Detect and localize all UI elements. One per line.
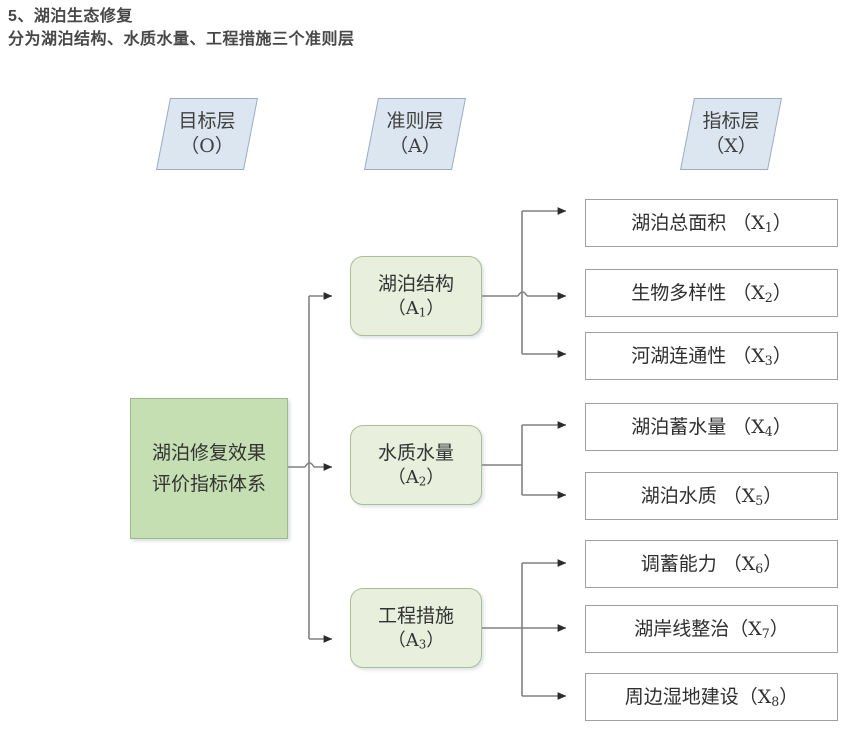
page-heading: 5、湖泊生态修复 分为湖泊结构、水质水量、工程措施三个准则层	[8, 6, 608, 51]
indicator-node-x8[interactable]: 周边湿地建设（X8）	[585, 673, 838, 721]
indicator-node-x3-label: 河湖连通性 （X3）	[631, 345, 792, 368]
indicator-node-x2[interactable]: 生物多样性 （X2）	[585, 269, 838, 317]
layer-tag-criteria-code: （A）	[389, 135, 441, 157]
criteria-node-a2-code: （A2）	[387, 466, 445, 489]
layer-tag-goal-name: 目标层	[178, 110, 236, 132]
layer-tag-goal: 目标层 （O）	[156, 98, 258, 170]
layer-tag-goal-code: （O）	[180, 135, 234, 157]
goal-node[interactable]: 湖泊修复效果评价指标体系	[130, 398, 288, 539]
criteria-node-a3[interactable]: 工程措施 （A3）	[350, 588, 482, 668]
goal-node-label: 湖泊修复效果评价指标体系	[151, 441, 266, 495]
layer-tag-indicator-code: （X）	[705, 135, 757, 157]
heading-line-1: 5、湖泊生态修复	[8, 8, 133, 25]
indicator-node-x6[interactable]: 调蓄能力 （X6）	[585, 540, 838, 588]
indicator-node-x4[interactable]: 湖泊蓄水量 （X4）	[585, 403, 838, 451]
indicator-node-x7[interactable]: 湖岸线整治（X7）	[585, 605, 838, 653]
indicator-node-x5-label: 湖泊水质 （X5）	[640, 485, 783, 508]
layer-tag-indicator: 指标层 （X）	[680, 98, 782, 170]
indicator-node-x4-label: 湖泊蓄水量 （X4）	[631, 416, 792, 439]
indicator-node-x3[interactable]: 河湖连通性 （X3）	[585, 332, 838, 380]
layer-tag-criteria-name: 准则层	[386, 110, 444, 132]
criteria-node-a3-code: （A3）	[387, 629, 445, 652]
indicator-node-x1-label: 湖泊总面积 （X1）	[631, 212, 792, 235]
indicator-node-x5[interactable]: 湖泊水质 （X5）	[585, 472, 838, 520]
layer-tag-criteria: 准则层 （A）	[364, 98, 466, 170]
criteria-node-a2[interactable]: 水质水量 （A2）	[350, 425, 482, 505]
indicator-node-x6-label: 调蓄能力 （X6）	[640, 553, 783, 576]
criteria-node-a1[interactable]: 湖泊结构 （A1）	[350, 256, 482, 336]
criteria-node-a2-label: 水质水量	[377, 441, 454, 464]
indicator-node-x7-label: 湖岸线整治（X7）	[634, 618, 789, 641]
indicator-node-x2-label: 生物多样性 （X2）	[631, 282, 792, 305]
indicator-node-x8-label: 周边湿地建设（X8）	[624, 686, 799, 709]
indicator-node-x1[interactable]: 湖泊总面积 （X1）	[585, 199, 838, 247]
criteria-node-a1-label: 湖泊结构	[377, 272, 454, 295]
heading-line-2: 分为湖泊结构、水质水量、工程措施三个准则层	[8, 31, 355, 48]
criteria-node-a1-code: （A1）	[387, 297, 445, 320]
layer-tag-indicator-name: 指标层	[702, 110, 760, 132]
criteria-node-a3-label: 工程措施	[377, 604, 454, 627]
